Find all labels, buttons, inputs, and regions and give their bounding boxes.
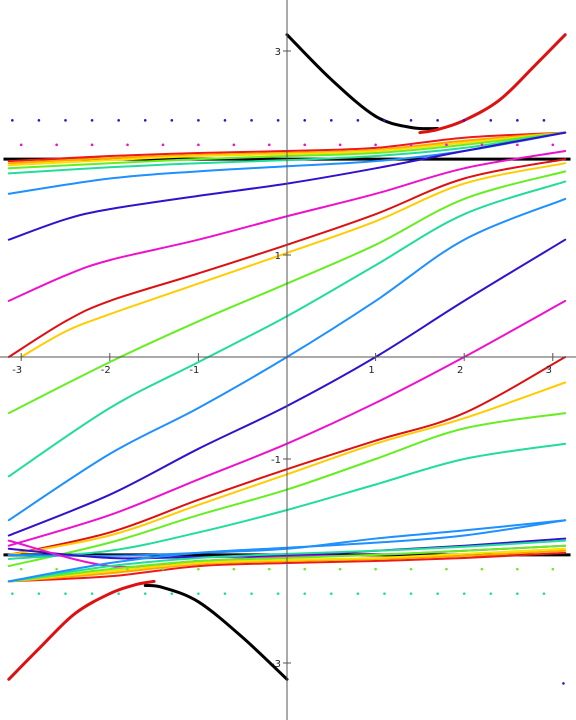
series-line-11 xyxy=(7,149,567,302)
series-line-10 xyxy=(7,131,567,241)
dot-point-1-20 xyxy=(542,592,546,595)
dot-point-3-11 xyxy=(409,567,413,571)
series-line-1 xyxy=(143,583,289,681)
dot-point-0-4 xyxy=(117,119,120,122)
dot-point-1-18 xyxy=(489,592,493,595)
dot-point-2-8 xyxy=(303,143,307,147)
dot-point-0-13 xyxy=(356,119,360,122)
series-line-2 xyxy=(7,579,156,681)
dot-point-1-10 xyxy=(276,592,280,595)
ticks-layer: -3 -2 -1 1 2 3 -3 -1 1 3 xyxy=(12,47,554,670)
dot-point-0-8 xyxy=(223,119,227,122)
dot-point-1-14 xyxy=(383,592,386,595)
dot-point-2-9 xyxy=(338,143,342,147)
dot-point-0-7 xyxy=(197,119,200,122)
dot-point-2-10 xyxy=(374,143,377,147)
series-line-0 xyxy=(285,33,440,131)
dot-point-3-2 xyxy=(90,567,94,571)
dot-point-0-0 xyxy=(11,119,14,122)
dot-point-1-15 xyxy=(409,592,413,595)
dot-point-0-1 xyxy=(37,119,41,122)
x-tick-label-5: 3 xyxy=(546,365,552,376)
dot-point-0-2 xyxy=(64,119,67,122)
dot-point-3-14 xyxy=(516,567,519,571)
dot-point-2-14 xyxy=(516,143,519,147)
dot-point-0-17 xyxy=(462,119,466,122)
dot-point-1-9 xyxy=(250,592,253,595)
dot-point-3-12 xyxy=(445,567,448,571)
dot-point-3-1 xyxy=(55,567,58,571)
x-tick-label-1: -2 xyxy=(101,365,111,376)
dot-point-2-12 xyxy=(445,143,448,147)
dot-point-1-2 xyxy=(64,592,67,595)
dot-point-1-8 xyxy=(223,592,227,595)
dot-point-3-0 xyxy=(19,567,23,571)
series-line-3 xyxy=(418,33,567,135)
dot-point-3-8 xyxy=(303,567,307,571)
dot-point-3-13 xyxy=(480,567,484,571)
dot-point-1-7 xyxy=(197,592,200,595)
dot-point-0-10 xyxy=(276,119,280,122)
y-tick-label-3: 3 xyxy=(275,47,281,58)
y-tick-label-1: -1 xyxy=(271,455,281,466)
x-tick-label-2: -1 xyxy=(189,365,199,376)
dot-point-3-10 xyxy=(374,567,377,571)
dot-point-1-0 xyxy=(11,592,14,595)
dot-point-4-0 xyxy=(562,682,565,685)
dot-point-0-11 xyxy=(303,119,307,122)
x-tick-label-3: 1 xyxy=(368,365,374,376)
series-line-13 xyxy=(20,162,567,358)
dot-point-1-13 xyxy=(356,592,360,595)
dot-point-3-4 xyxy=(161,567,165,571)
dot-point-3-3 xyxy=(126,567,129,571)
dot-point-0-19 xyxy=(516,119,519,122)
dot-point-3-5 xyxy=(197,567,200,571)
dot-point-2-0 xyxy=(19,143,23,147)
dot-point-0-14 xyxy=(383,119,386,122)
dot-point-2-13 xyxy=(480,143,484,147)
dot-point-1-1 xyxy=(37,592,41,595)
dot-point-1-4 xyxy=(117,592,120,595)
dot-point-2-6 xyxy=(232,143,236,147)
dot-point-1-11 xyxy=(303,592,307,595)
dot-point-1-12 xyxy=(330,592,333,595)
dot-point-2-4 xyxy=(161,143,165,147)
y-tick-label-2: 1 xyxy=(275,251,281,262)
dot-point-1-5 xyxy=(143,592,147,595)
dot-point-3-15 xyxy=(551,567,555,571)
dot-point-1-17 xyxy=(462,592,466,595)
dot-point-0-9 xyxy=(250,119,253,122)
dot-point-2-11 xyxy=(409,143,413,147)
dot-point-0-18 xyxy=(489,119,493,122)
dot-point-1-6 xyxy=(170,592,174,595)
dots-layer xyxy=(11,119,565,685)
dot-point-0-16 xyxy=(436,119,439,122)
dot-point-0-6 xyxy=(170,119,174,122)
dot-point-2-3 xyxy=(126,143,129,147)
dot-point-2-15 xyxy=(551,143,555,147)
dot-point-2-5 xyxy=(197,143,200,147)
series-line-12 xyxy=(7,158,567,358)
dot-point-0-3 xyxy=(90,119,94,122)
dot-point-3-9 xyxy=(338,567,342,571)
x-tick-label-4: 2 xyxy=(457,365,463,376)
dot-point-3-7 xyxy=(267,567,271,571)
dot-point-2-7 xyxy=(267,143,271,147)
dot-point-0-20 xyxy=(542,119,546,122)
dot-point-2-1 xyxy=(55,143,58,147)
dot-point-1-16 xyxy=(436,592,439,595)
dot-point-0-12 xyxy=(330,119,333,122)
dot-point-1-3 xyxy=(90,592,94,595)
dot-point-1-19 xyxy=(516,592,519,595)
y-tick-label-0: -3 xyxy=(271,659,281,670)
x-tick-label-0: -3 xyxy=(12,365,22,376)
dot-point-2-2 xyxy=(90,143,94,147)
dot-point-3-6 xyxy=(232,567,236,571)
dot-point-0-5 xyxy=(143,119,147,122)
dot-point-0-15 xyxy=(409,119,413,122)
